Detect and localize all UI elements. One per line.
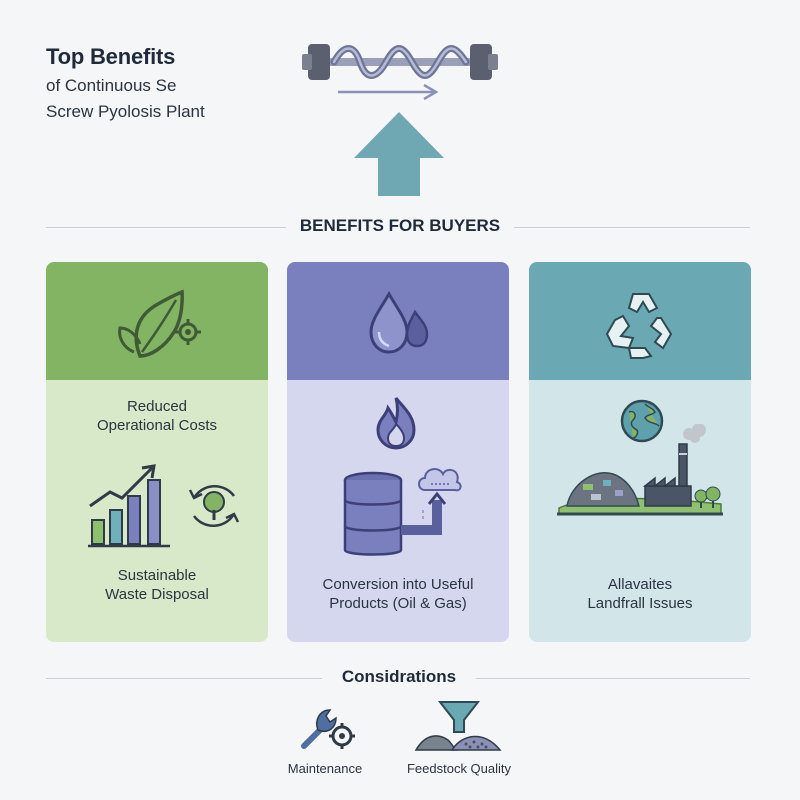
funnel-icon — [414, 701, 502, 751]
leaf-gear-icon — [118, 289, 201, 358]
flame-icon — [376, 397, 416, 450]
benefit-label-landfill: Allavaites Landfrall Issues — [587, 576, 693, 612]
gas-cloud-icon — [418, 468, 462, 492]
card-body: Allavaites Landfrall Issues — [529, 380, 751, 642]
recycle-tree-icon — [188, 484, 240, 528]
divider-left-2 — [46, 678, 322, 679]
screw-conveyor-icon — [302, 44, 498, 101]
divider-right-2 — [476, 678, 750, 679]
maintenance-label: Maintenance — [287, 761, 363, 776]
oil-barrel-icon — [343, 471, 447, 556]
card-body: Reduced Operational Costs Sustainable Wa… — [46, 380, 268, 642]
card-header — [529, 262, 751, 380]
up-arrow-icon — [354, 112, 444, 196]
considerations-heading: Considrations — [341, 667, 457, 686]
benefit-card-conversion: Conversion into Useful Products (Oil & G… — [287, 262, 509, 642]
wrench-gear-icon — [301, 709, 355, 749]
oil-drops-icon — [369, 290, 429, 354]
recycle-arrows-icon — [605, 293, 673, 359]
benefit-card-costs: Reduced Operational Costs Sustainable Wa… — [46, 262, 268, 642]
benefit-label-costs: Reduced Operational Costs — [96, 398, 218, 434]
divider-right — [514, 227, 750, 228]
divider-left — [46, 227, 286, 228]
benefits-heading: BENEFITS FOR BUYERS — [299, 216, 501, 235]
page-subtitle-line1: of Continuous Se — [46, 76, 177, 95]
page-subtitle-line2: Screw Pyolosis Plant — [46, 102, 205, 121]
benefit-card-landfill: Allavaites Landfrall Issues — [529, 262, 751, 642]
globe-icon — [620, 399, 664, 443]
feedstock-quality-label: Feedstock Quality — [406, 761, 512, 776]
card-body: Conversion into Useful Products (Oil & G… — [287, 380, 509, 642]
benefit-label-conversion: Conversion into Useful Products (Oil & G… — [322, 576, 474, 612]
landfill-factory-icon — [557, 424, 723, 516]
title-block: Top Benefits of Continuous Se Screw Pyol… — [46, 44, 205, 122]
page-title: Top Benefits — [46, 44, 176, 69]
benefit-label-waste: Sustainable Waste Disposal — [105, 567, 209, 603]
growth-chart-icon — [88, 464, 170, 548]
card-header — [46, 262, 268, 380]
card-header — [287, 262, 509, 380]
